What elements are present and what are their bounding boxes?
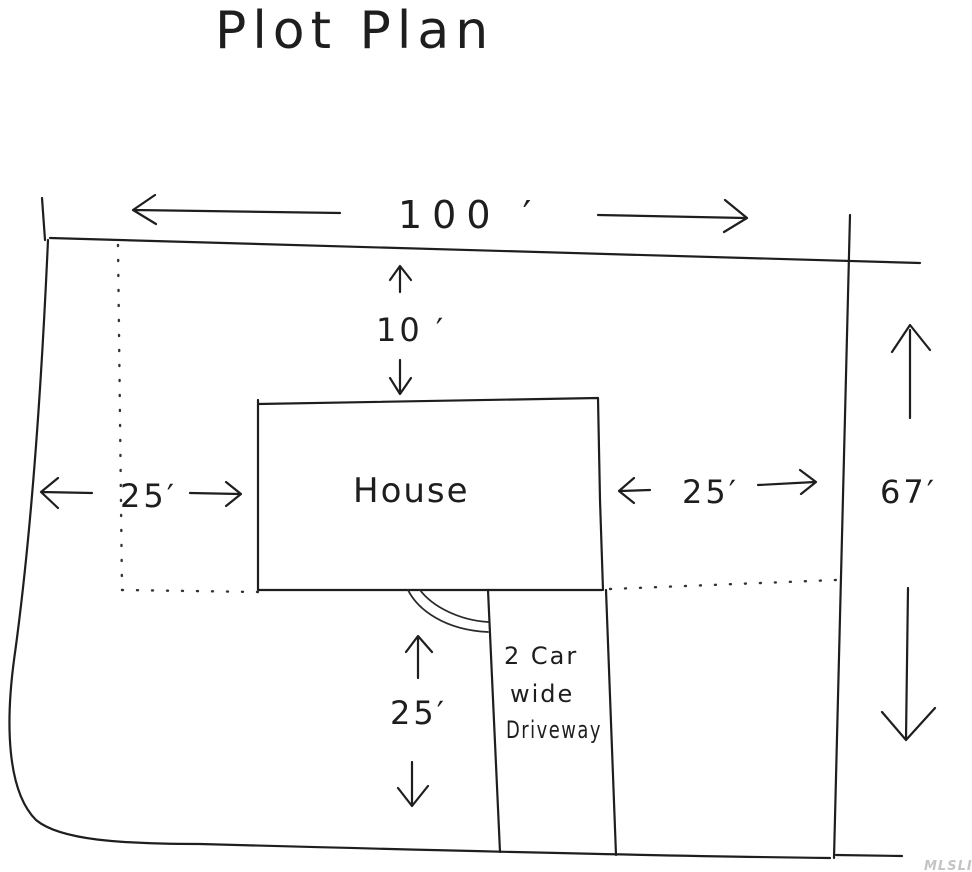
- lot-bottom-right-tick: [834, 853, 904, 858]
- house-label: House: [353, 471, 470, 511]
- top-left-arrow: [131, 193, 342, 226]
- plan-title: Plot Plan: [215, 1, 494, 61]
- rear-setback-up-arrow: [404, 634, 434, 680]
- driveway-label-line1: 2 Car: [504, 642, 578, 670]
- rear-setback-dotted-line-left: [120, 588, 260, 594]
- lot-bottom-boundary: [198, 842, 832, 860]
- rear-setback-label: 25′: [390, 694, 447, 732]
- lot-top-boundary: [48, 236, 922, 265]
- right-setback-left-arrow: [617, 476, 652, 505]
- mls-watermark: MLSLI: [924, 859, 972, 872]
- left-setback-label: 25′: [120, 477, 177, 515]
- left-setback-inner-arrow: [188, 480, 243, 508]
- left-setback-dotted-line: [116, 243, 124, 592]
- top-right-arrow: [596, 198, 749, 234]
- lot-depth-label: 67′: [880, 473, 937, 511]
- rear-setback-down-arrow: [396, 760, 430, 808]
- driveway-right-edge: [604, 588, 618, 857]
- right-up-arrow: [890, 323, 932, 420]
- right-down-arrow: [880, 586, 937, 742]
- entry-walkway: [407, 589, 489, 633]
- left-setback-outer-arrow: [39, 476, 94, 510]
- right-setback-label: 25′: [682, 473, 739, 511]
- driveway-label-line3: Driveway: [506, 716, 602, 744]
- lot-right-boundary: [832, 213, 852, 860]
- rear-setback-dotted-line-right: [608, 578, 838, 591]
- driveway-left-edge: [486, 588, 502, 854]
- lot-width-label: 100 ′: [398, 193, 541, 237]
- front-setback-up-arrow: [388, 264, 413, 294]
- front-setback-down-arrow: [388, 358, 413, 396]
- driveway-label-line2: wide: [510, 680, 574, 708]
- entry-walkway-inner: [419, 589, 489, 623]
- right-setback-right-arrow: [756, 468, 818, 496]
- lot-left-tick: [40, 196, 47, 242]
- front-setback-label: 10 ′: [376, 311, 446, 349]
- lot-left-boundary: [8, 238, 202, 846]
